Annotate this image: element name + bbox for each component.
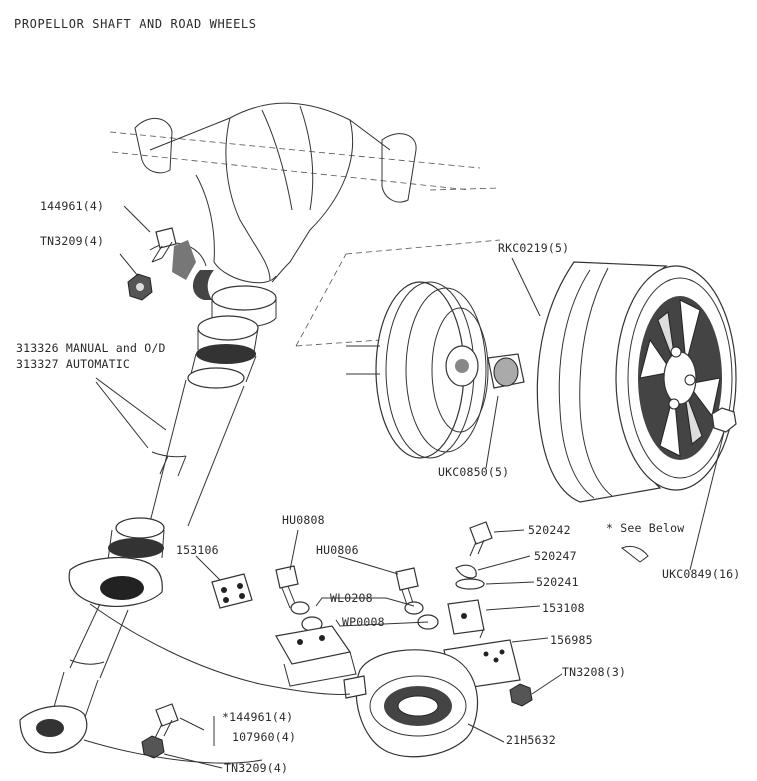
propeller-shaft [19,315,259,754]
label-manual: 313326 MANUAL and O/D [16,341,166,355]
top-bolt-icon [151,227,177,263]
label-see-below: * See Below [606,521,685,535]
brake-drum [295,239,501,459]
label-hu0808: HU0808 [282,513,325,527]
bolt-hu0806-icon [395,567,439,630]
label-hu0806: HU0806 [316,543,359,557]
label-ukc0849: UKC0849(16) [662,567,741,581]
washer-520241-icon [455,578,485,590]
label-tn3209-bottom: TN3209(4) [224,761,289,775]
label-153106: 153106 [176,543,219,557]
label-520242: 520242 [528,523,571,537]
bottom-nut-icon [141,735,165,759]
rear-axle-assembly [109,102,501,328]
label-21h5632: 21H5632 [506,733,556,747]
label-ukc0850: UKC0850(5) [438,465,510,479]
top-nut-icon [127,273,153,301]
label-rkc0219: RKC0219(5) [498,241,570,255]
label-wp0008: WP0008 [342,615,385,629]
label-144961-bottom: *144961(4) [222,710,294,724]
bolt-hu0808-icon [275,565,323,632]
label-tn3208: TN3208(3) [562,665,627,679]
mounting-plate [275,625,357,687]
label-153108: 153108 [542,601,585,615]
label-automatic: 313327 AUTOMATIC [16,357,130,371]
label-156985: 156985 [550,633,593,647]
bracket-153108 [447,599,485,635]
wheel-nut-icon [711,407,737,433]
label-tn3209-top: TN3209(4) [40,234,105,248]
label-107960: 107960(4) [232,730,297,744]
page-title: PROPELLOR SHAFT AND ROAD WHEELS [14,17,257,31]
label-520241: 520241 [536,575,579,589]
bolt-520242-icon [469,521,493,557]
label-wl0208: WL0208 [330,591,373,605]
wheel-stud-icon [487,353,525,389]
washer-520247-icon [455,564,477,579]
label-144961-top: 144961(4) [40,199,105,213]
road-wheel [536,261,737,503]
bracket-153106 [211,573,253,609]
centre-bearing-21h5632 [343,649,479,758]
nut-tn3208-icon [509,683,533,707]
label-520247: 520247 [534,549,577,563]
bottom-bolt-icon [153,703,179,741]
